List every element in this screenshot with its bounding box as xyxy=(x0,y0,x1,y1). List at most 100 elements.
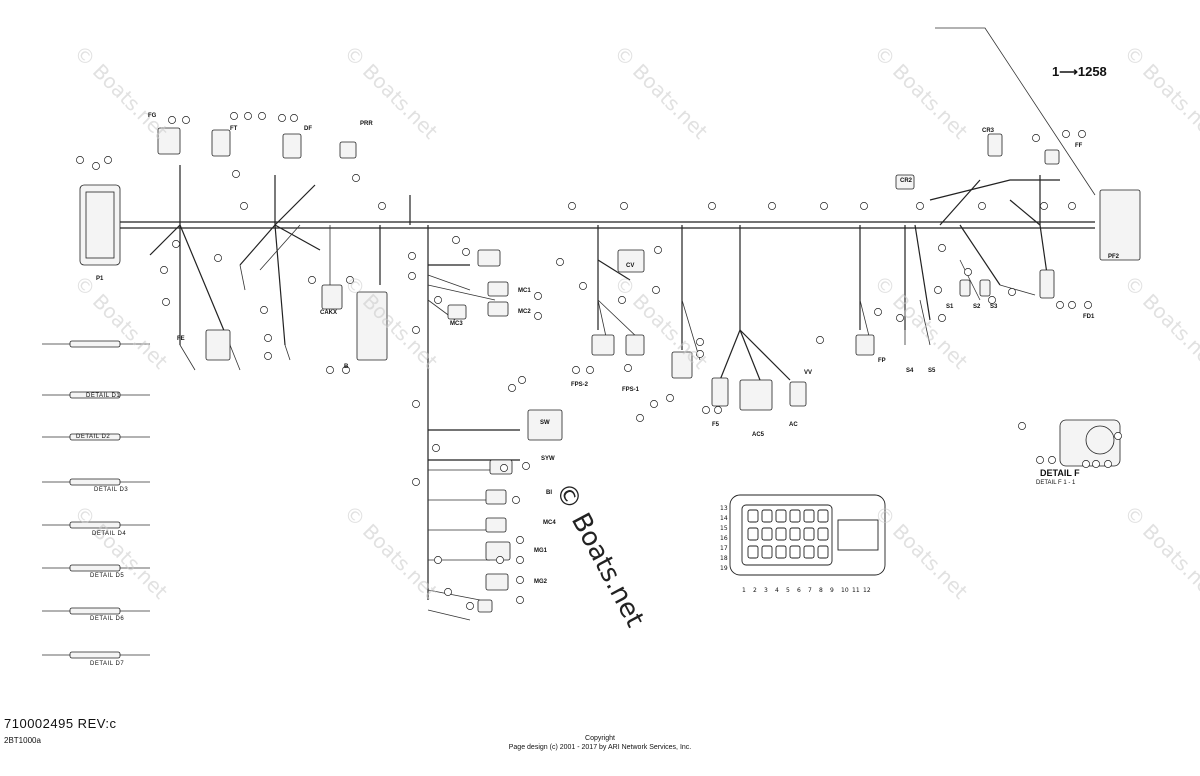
fuse-slot xyxy=(761,545,773,559)
callout-bubble xyxy=(512,496,520,504)
fuse-box-inner xyxy=(741,504,833,566)
harness-branch xyxy=(274,224,286,346)
fuse-box-relay xyxy=(837,519,879,551)
callout-bubble xyxy=(1092,460,1100,468)
connector-label: MG2 xyxy=(534,579,548,585)
callout-bubble xyxy=(434,556,442,564)
callout-bubble xyxy=(572,366,580,374)
connector-body xyxy=(477,249,501,267)
fuse-number: 14 xyxy=(720,515,728,522)
callout-bubble xyxy=(1056,301,1064,309)
connector-label: SW xyxy=(540,420,550,426)
harness-branch xyxy=(959,224,1001,286)
fuse-slot xyxy=(775,527,787,541)
connector-label: F5 xyxy=(712,422,720,428)
connector-body xyxy=(157,127,181,155)
callout-bubble xyxy=(508,384,516,392)
callout-bubble xyxy=(650,400,658,408)
callout-bubble xyxy=(624,364,632,372)
callout-bubble xyxy=(1084,301,1092,309)
callout-bubble xyxy=(168,116,176,124)
fuse-slot xyxy=(817,527,829,541)
splice-sleeve xyxy=(69,433,121,441)
callout-bubble xyxy=(378,202,386,210)
connector-label: AC5 xyxy=(752,432,765,438)
connector-body xyxy=(739,379,773,411)
connector-body xyxy=(485,517,507,533)
connector-label: VV xyxy=(804,370,813,376)
callout-bubble xyxy=(1040,202,1048,210)
fuse-number: 18 xyxy=(720,555,728,562)
fuse-number: 10 xyxy=(841,587,849,594)
connector-label: MC2 xyxy=(518,309,531,315)
callout-bubble xyxy=(666,394,674,402)
callout-bubble xyxy=(516,556,524,564)
harness-wire xyxy=(427,589,481,601)
callout-bubble xyxy=(326,366,334,374)
fuse-slot xyxy=(789,509,801,523)
callout-bubble xyxy=(352,174,360,182)
callout-bubble xyxy=(896,314,904,322)
connector-label: FPS-2 xyxy=(571,382,589,388)
callout-bubble xyxy=(432,444,440,452)
callout-bubble xyxy=(496,556,504,564)
connector-label: DF xyxy=(304,126,312,132)
fuse-number: 7 xyxy=(808,587,812,594)
callout-bubble xyxy=(230,112,238,120)
callout-bubble xyxy=(618,296,626,304)
harness-branch xyxy=(274,184,316,226)
part-number: 710002495 REV:c xyxy=(4,716,117,731)
connector-body xyxy=(617,249,645,273)
callout-bubble xyxy=(408,252,416,260)
callout-bubble xyxy=(579,282,587,290)
callout-bubble xyxy=(978,202,986,210)
callout-bubble xyxy=(76,156,84,164)
fuse-slot xyxy=(747,527,759,541)
copyright-line1: Copyright xyxy=(585,735,615,742)
splice-sleeve xyxy=(69,478,121,486)
splice-sleeve xyxy=(69,607,121,615)
callout-bubble xyxy=(232,170,240,178)
connector-body xyxy=(339,141,357,159)
harness-wire xyxy=(681,299,701,361)
fuse-number: 6 xyxy=(797,587,801,594)
fuse-number: 2 xyxy=(753,587,757,594)
callout-bubble xyxy=(516,596,524,604)
callout-bubble xyxy=(182,116,190,124)
harness-wire xyxy=(859,299,871,341)
detail-label: DETAIL D6 xyxy=(90,616,125,622)
callout-bubble xyxy=(240,202,248,210)
connector-body xyxy=(591,334,615,356)
connector-body xyxy=(447,304,467,320)
callout-bubble xyxy=(342,366,350,374)
harness-wire xyxy=(597,299,641,341)
fuse-slot xyxy=(817,545,829,559)
detail-label: DETAIL D7 xyxy=(90,661,125,667)
harness-wire xyxy=(959,259,981,301)
callout-bubble xyxy=(702,406,710,414)
callout-bubble xyxy=(260,306,268,314)
connector-body xyxy=(895,174,915,190)
connector-label: MG1 xyxy=(534,548,548,554)
callout-bubble xyxy=(412,400,420,408)
harness-wire xyxy=(229,344,241,371)
callout-bubble xyxy=(556,258,564,266)
callout-bubble xyxy=(104,156,112,164)
callout-bubble xyxy=(434,296,442,304)
connector-label: MC1 xyxy=(518,288,531,294)
callout-bubbles xyxy=(76,112,1122,610)
callout-bubble xyxy=(516,536,524,544)
fuse-slot xyxy=(775,545,787,559)
connector-label: MC4 xyxy=(543,520,556,526)
callout-bubble xyxy=(160,266,168,274)
detail-f-title: DETAIL F xyxy=(1040,468,1080,478)
harness-wires xyxy=(120,165,1095,600)
detail-label: DETAIL D2 xyxy=(76,434,111,440)
callout-bubble xyxy=(244,112,252,120)
connector-body xyxy=(356,291,388,361)
fuse-slot xyxy=(789,545,801,559)
fuse-slot xyxy=(803,527,815,541)
connector-body xyxy=(789,381,807,407)
fuse-number: 5 xyxy=(786,587,790,594)
